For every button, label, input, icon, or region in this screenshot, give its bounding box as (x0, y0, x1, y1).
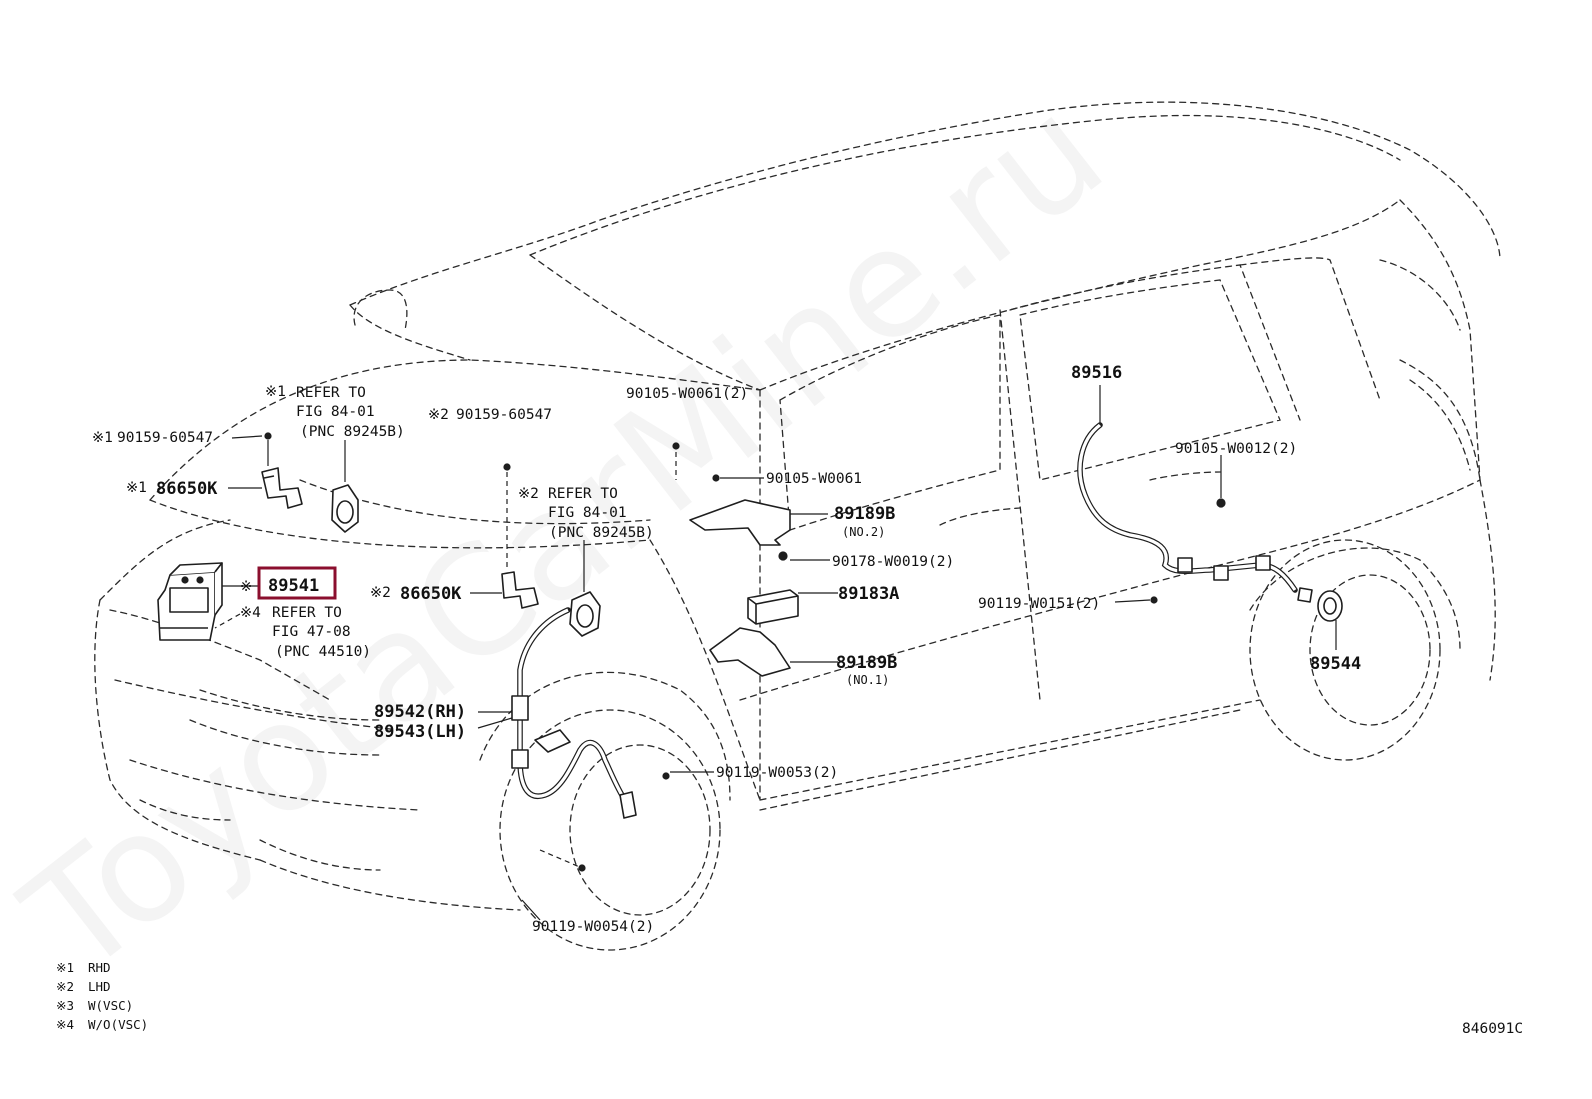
label-90105-w0061: 90105-W0061 (766, 471, 862, 487)
legend-text: W(VSC) (88, 998, 133, 1013)
rear-harness-89516 (1077, 422, 1298, 604)
svg-text:REFER TO: REFER TO (296, 385, 366, 401)
highlight-box (257, 566, 337, 600)
label-90105-w0012: 90105-W0012(2) (1175, 441, 1297, 457)
legend-text: W/O(VSC) (88, 1017, 148, 1032)
label-89516: 89516 (1071, 363, 1122, 383)
leader-lines (214, 385, 1337, 921)
svg-text:※2: ※2 (518, 486, 539, 502)
legend-mark: ※1 (56, 960, 74, 975)
rear-speed-sensor-89544 (1297, 587, 1343, 622)
label-front-sensors: 89542(RH) 89543(LH) (374, 702, 466, 742)
svg-text:(PNC 44510): (PNC 44510) (275, 644, 371, 660)
label-89541: ※ 89541 (240, 566, 337, 600)
label-bolt-90159-rhd: ※1 90159-60547 (92, 430, 213, 446)
legend-mark: ※3 (56, 998, 74, 1013)
label-bolt-90159-lhd: ※2 90159-60547 (428, 407, 552, 423)
bracket-86650k-rhd (261, 432, 303, 509)
svg-text:(NO.1): (NO.1) (846, 673, 889, 687)
label-86650k-rhd: ※1 86650K (126, 479, 218, 499)
label-86650k-lhd: ※2 86650K (370, 584, 462, 604)
svg-text:86650K: 86650K (156, 479, 218, 499)
figure-code: 846091C (1462, 1021, 1523, 1037)
front-speed-sensor-harness (511, 607, 670, 872)
svg-text:90159-60547: 90159-60547 (456, 407, 552, 423)
label-90105-w0061-2: 90105-W0061(2) (626, 386, 748, 402)
svg-text:(PNC 89245B): (PNC 89245B) (300, 424, 405, 440)
label-90119-w0151: 90119-W0151(2) (978, 596, 1100, 612)
svg-text:(NO.2): (NO.2) (842, 525, 885, 539)
ecu-89183a (747, 589, 799, 625)
svg-text:89543(LH): 89543(LH) (374, 722, 466, 742)
bracket-89189b-no2 (672, 442, 791, 546)
svg-text:FIG 84-01: FIG 84-01 (548, 505, 627, 521)
refer-note-1: ※1 REFER TO FIG 84-01 (PNC 89245B) (265, 384, 405, 440)
svg-text:90159-60547: 90159-60547 (117, 430, 213, 446)
refer-note-2: ※2 REFER TO FIG 84-01 (PNC 89245B) (518, 486, 654, 541)
bracket-89189b-no1 (709, 474, 791, 677)
bracket-86650k-lhd (501, 463, 539, 609)
label-90119-w0053: 90119-W0053(2) (716, 765, 838, 781)
svg-text:※2: ※2 (370, 585, 391, 601)
label-90119-w0054: 90119-W0054(2) (532, 919, 654, 935)
svg-text:89542(RH): 89542(RH) (374, 702, 466, 722)
svg-text:FIG 47-08: FIG 47-08 (272, 624, 351, 640)
svg-text:REFER TO: REFER TO (548, 486, 618, 502)
label-89189b-no1: 89189B (NO.1) (836, 653, 897, 687)
svg-text:86650K: 86650K (400, 584, 462, 604)
svg-text:※1: ※1 (126, 480, 147, 496)
car-body-outline (94, 101, 1501, 951)
label-89189b-no2: 89189B (NO.2) (834, 504, 895, 539)
label-90178-w0019: 90178-W0019(2) (832, 554, 954, 570)
svg-text:※2: ※2 (428, 407, 449, 423)
legend: ※1 RHD ※2 LHD ※3 W(VSC) ※4 W/O(VSC) (56, 960, 148, 1032)
label-89544: 89544 (1310, 654, 1361, 674)
svg-text:89541: 89541 (268, 576, 319, 596)
legend-text: RHD (88, 960, 111, 975)
svg-text:89189B: 89189B (836, 653, 897, 673)
legend-mark: ※4 (56, 1017, 74, 1032)
svg-text:※: ※ (240, 579, 252, 595)
svg-text:89189B: 89189B (834, 504, 895, 524)
svg-text:※4: ※4 (240, 605, 261, 621)
abs-actuator-89541 (157, 562, 223, 641)
svg-text:REFER TO: REFER TO (272, 605, 342, 621)
svg-text:FIG 84-01: FIG 84-01 (296, 404, 375, 420)
label-89183a: 89183A (838, 584, 899, 604)
legend-text: LHD (88, 979, 111, 994)
svg-text:※1: ※1 (265, 384, 286, 400)
svg-text:※1: ※1 (92, 430, 113, 446)
refer-note-4: ※4 REFER TO FIG 47-08 (PNC 44510) (240, 605, 371, 660)
connector-lhd (569, 591, 601, 637)
svg-text:(PNC 89245B): (PNC 89245B) (549, 525, 654, 541)
legend-mark: ※2 (56, 979, 74, 994)
connector-rhd (331, 484, 359, 533)
